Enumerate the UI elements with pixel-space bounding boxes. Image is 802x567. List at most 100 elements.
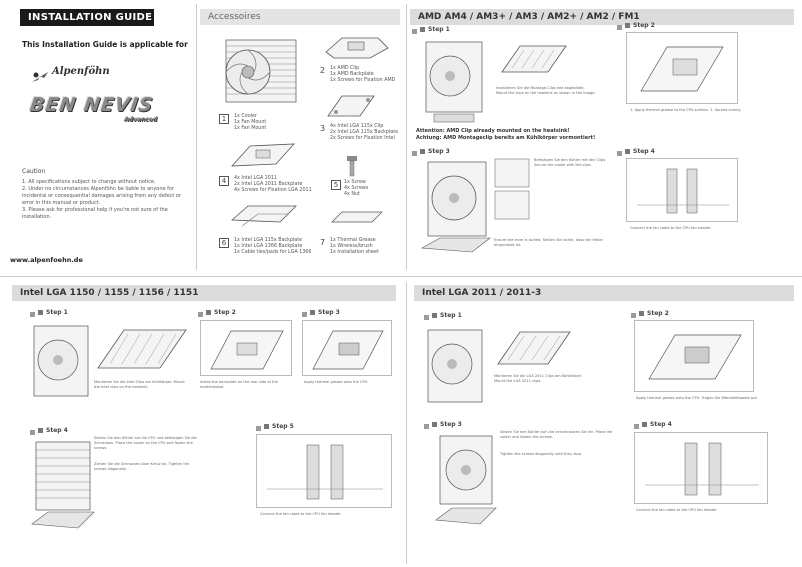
step-marker — [302, 312, 307, 317]
intel2011-step2-box — [634, 320, 754, 392]
intel115x-step4-cooler-image — [31, 441, 95, 529]
step-marker — [617, 151, 622, 156]
amd-step3-label: Step 3 — [420, 148, 450, 155]
applicable-text: This Installation Guide is applicable fo… — [22, 40, 188, 49]
feather-logo-icon — [32, 72, 48, 82]
amd-step3-detail-b — [494, 190, 530, 220]
step-marker — [617, 25, 622, 30]
intel2011-step3-text-b: Tighten the screws diagonally until they… — [500, 452, 583, 456]
step-marker — [424, 424, 429, 429]
intel115x-step4-label: Step 4 — [38, 427, 68, 434]
intel115x-step1-cooler-image — [33, 325, 89, 397]
intel2011-step2-text: Apply thermal grease onto the CPU. Trage… — [636, 396, 758, 400]
accessory-number: 1 — [219, 114, 229, 124]
step-marker — [198, 312, 203, 317]
amd-step1-text: Installieren Sie die Montage-Clips wie a… — [496, 86, 596, 95]
intel115x-step2-text: Install the backplate on the rear side o… — [200, 380, 278, 389]
step-marker — [424, 315, 429, 320]
intel115x-step5-box — [256, 434, 392, 508]
accessory-number: 2 — [320, 66, 326, 75]
bracket-2011-image — [231, 143, 295, 167]
backplate-image — [230, 205, 297, 227]
intel2011-heading: Intel LGA 2011 / 2011-3 — [414, 285, 794, 301]
website: www.alpenfoehn.de — [10, 256, 83, 264]
intel2011-step3-label: Step 3 — [432, 421, 462, 428]
intel115x-step3-label: Step 3 — [310, 309, 340, 316]
amd-warning: Attention: AMD Clip already mounted on t… — [416, 128, 596, 141]
amd-step3-text-b: Ensure the lever is locked. Stellen Sie … — [494, 238, 603, 247]
intel115x-step4-text-b: Ziehen Sie die Schrauben über Kreuz an. … — [94, 462, 190, 471]
intel115x-step3-text: Apply thermal grease onto the CPU. — [304, 380, 369, 384]
intel2011-step1-detail-image — [497, 331, 571, 365]
accessories-heading: Accessoires — [200, 9, 400, 25]
intel115x-step2-box — [200, 320, 292, 376]
intel115x-step3-box — [302, 320, 392, 376]
brand-sub: Advanced — [124, 116, 157, 123]
step-marker — [412, 29, 417, 34]
caution-item: 1. All specifications subject to change … — [22, 179, 156, 185]
accessory-number: 6 — [219, 238, 229, 248]
amd-step1-cooler-image — [425, 41, 483, 123]
step-marker — [30, 430, 35, 435]
panel-divider — [196, 4, 197, 270]
amd-step1-label: Step 1 — [420, 26, 450, 33]
intel2011-step1-cooler-image — [427, 329, 483, 403]
step-marker — [256, 426, 261, 431]
intel115x-step1-label: Step 1 — [38, 309, 68, 316]
middle-divider — [0, 276, 802, 277]
caution-list: 1. All specifications subject to change … — [22, 179, 192, 221]
step-marker — [412, 151, 417, 156]
amd-clip-image — [325, 37, 389, 59]
caution-item: 3. Please ask for professional help if y… — [22, 207, 168, 220]
amd-step4-label: Step 4 — [625, 148, 655, 155]
accessory-number: 7 — [320, 238, 326, 247]
intel2011-step4-box — [634, 432, 768, 504]
installation-guide-title: INSTALLATION GUIDE — [20, 9, 154, 26]
intel115x-step2-label: Step 2 — [206, 309, 236, 316]
intel115x-step1-detail-image — [97, 329, 187, 369]
intel2011-step3-cooler-image — [435, 435, 497, 525]
intel115x-step1-text: Montieren Sie die Intel Clips am Kühlkör… — [94, 380, 185, 389]
step-marker — [30, 312, 35, 317]
accessory-number: 5 — [331, 180, 341, 190]
amd-step2-text: 1. Apply thermal grease to the CPU surfa… — [630, 108, 742, 112]
intel115x-heading: Intel LGA 1150 / 1155 / 1156 / 1151 — [12, 285, 396, 301]
intel115x-step5-label: Step 5 — [264, 423, 294, 430]
brand-name: BEN NEVIS — [28, 94, 155, 116]
brand-script: Alpenföhn — [52, 66, 110, 77]
intel2011-step1-text: Montieren Sie die LGA 2011 Clips am Kühl… — [494, 374, 582, 383]
amd-step1-detail-image — [501, 45, 567, 73]
thermal-grease-image — [331, 211, 383, 223]
intel115x-step4-text-a: Setzen Sie den Kühler auf die CPU und be… — [94, 436, 197, 450]
screws-image — [347, 156, 357, 177]
panel-divider — [406, 282, 407, 564]
intel2011-step4-label: Step 4 — [642, 421, 672, 428]
step-marker — [631, 313, 636, 318]
amd-step2-box — [626, 32, 738, 104]
amd-step3-detail-a — [494, 158, 530, 188]
accessory-number: 3 — [320, 124, 326, 133]
intel115x-step5-text: Connect the fan cable to the CPU fan hea… — [260, 512, 342, 516]
amd-step4-text: Connect the fan cable to the CPU fan hea… — [630, 226, 712, 230]
intel-clip-image — [327, 95, 375, 117]
intel2011-step2-label: Step 2 — [639, 310, 669, 317]
amd-step3-cooler-image — [420, 161, 491, 253]
intel2011-step3-text-a: Setzen Sie den Kühler auf und verschraub… — [500, 430, 613, 439]
intel2011-step1-label: Step 1 — [432, 312, 462, 319]
caution-item: 2. Under no circumstances Alpenföhn be l… — [22, 186, 182, 206]
caution-title: Caution — [22, 168, 46, 175]
amd-step2-label: Step 2 — [625, 22, 655, 29]
accessory-number: 4 — [219, 176, 229, 186]
amd-step3-text-a: Befestigen Sie den Kühler mit den Clips.… — [534, 158, 607, 167]
cooler-image — [225, 39, 297, 103]
amd-step4-box — [626, 158, 738, 222]
intel2011-step4-text: Connect the fan cable to the CPU fan hea… — [636, 508, 718, 512]
amd-heading: AMD AM4 / AM3+ / AM3 / AM2+ / AM2 / FM1 — [410, 9, 794, 25]
